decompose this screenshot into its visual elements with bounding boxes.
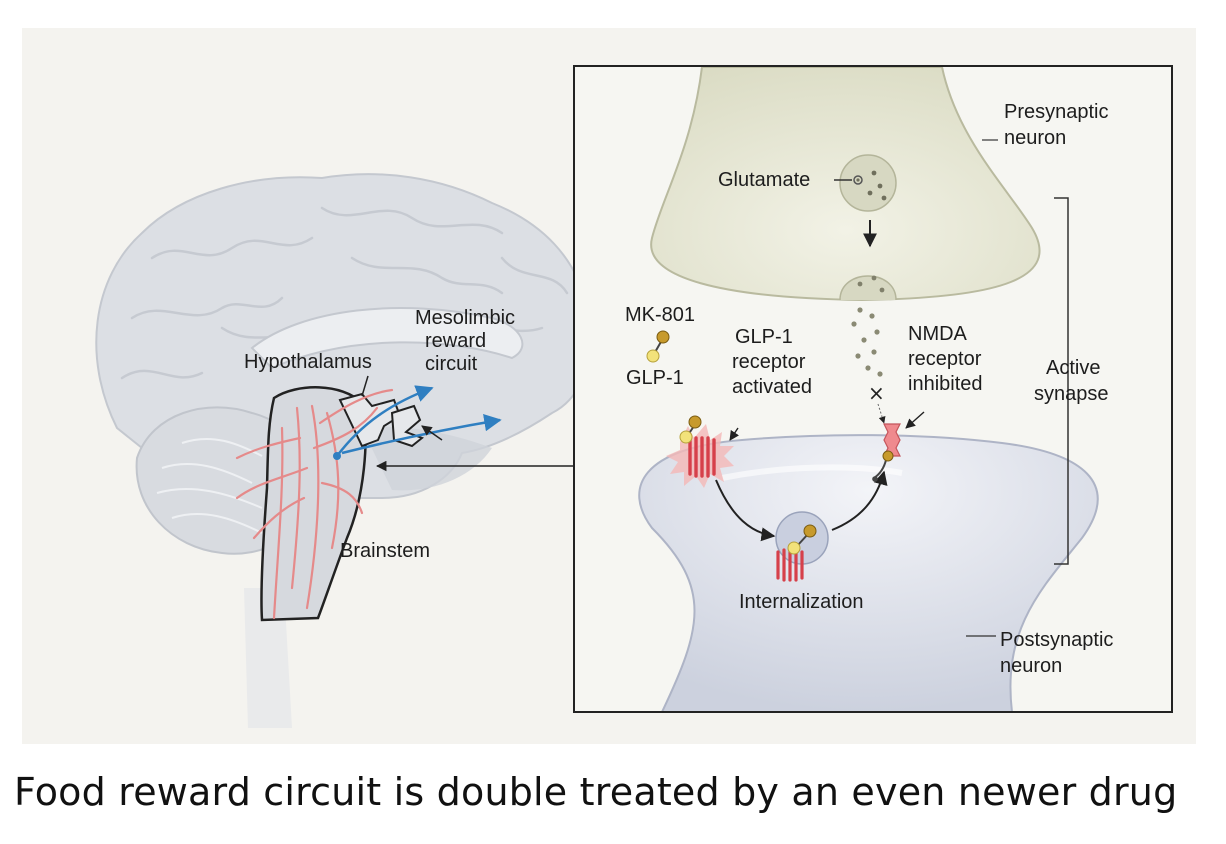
label-nmda-receptor: NMDA receptor inhibited xyxy=(908,323,987,395)
label-glp1: GLP-1 xyxy=(626,367,684,389)
label-postsynaptic: Postsynaptic neuron xyxy=(1000,629,1119,677)
diagram: Hypothalamus Mesolimbic reward circuit B… xyxy=(95,65,1173,728)
label-active-synapse: Active synapse xyxy=(1034,357,1109,405)
svg-text:×: × xyxy=(868,381,885,405)
label-internalization: Internalization xyxy=(739,591,864,613)
label-presynaptic: Presynaptic neuron xyxy=(1004,101,1114,149)
brain-illustration xyxy=(95,173,591,728)
label-glutamate: Glutamate xyxy=(718,169,810,191)
figure-caption: Food reward circuit is double treated by… xyxy=(14,770,1178,814)
label-mk801: MK-801 xyxy=(625,304,695,326)
synapse-panel: × xyxy=(573,65,1173,713)
figure-panel: Hypothalamus Mesolimbic reward circuit B… xyxy=(22,28,1196,744)
label-brainstem: Brainstem xyxy=(340,540,430,562)
label-glp1-receptor: GLP-1 receptor activated xyxy=(732,326,812,398)
label-hypothalamus: Hypothalamus xyxy=(244,351,372,373)
label-mesolimbic: Mesolimbic reward circuit xyxy=(415,307,521,375)
